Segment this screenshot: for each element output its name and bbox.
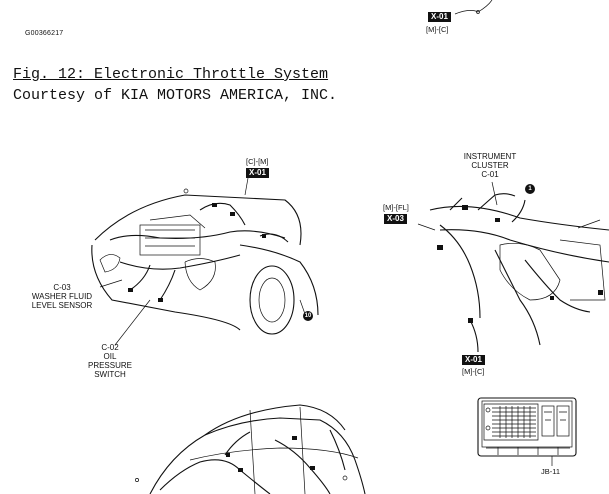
figure-courtesy: Courtesy of KIA MOTORS AMERICA, INC. [13,87,338,104]
engine-top-connector-code: [C]-[M] [246,157,269,166]
washer-name-line-1: WASHER FLUID [31,292,93,301]
washer-connector-id: C-03 [53,283,71,292]
dashboard-drawing [417,181,609,353]
figure-title: Fig. 12: Electronic Throttle System [13,66,329,83]
dash-bottom-connector-code: [M]-[C] [462,367,485,376]
dash-left-connector-tag: X-03 [384,214,407,224]
oil-name-line-1: OIL [103,352,117,361]
oil-connector-id: C-02 [101,343,119,352]
junction-block-label: JB-11 [541,467,561,476]
car-body-drawing [135,404,366,494]
oil-pressure-switch-label: C-02 OIL PRESSURE SWITCH [80,343,140,379]
washer-fluid-sensor-label: C-03 WASHER FLUID LEVEL SENSOR [24,283,100,310]
dash-callout-badge: 1 [525,184,535,194]
instrument-name-line-1: INSTRUMENT [463,152,517,161]
engine-bay-drawing [91,177,319,346]
top-right-connector-code: [M]-[C] [426,25,449,34]
engine-callout-badge: 10 [303,311,313,321]
document-id-code: G00366217 [25,30,64,37]
washer-name-line-2: LEVEL SENSOR [31,301,93,310]
instrument-cluster-label: INSTRUMENT CLUSTER C-01 [452,152,528,179]
dash-left-connector-code: [M]-[FL] [383,203,409,212]
oil-name-line-3: SWITCH [94,370,126,379]
dash-bottom-connector-tag: X-01 [462,355,485,365]
junction-block-drawing [477,397,577,466]
top-right-connector-tag: X-01 [428,12,451,22]
instrument-connector-id: C-01 [481,170,499,179]
engine-top-connector-tag: X-01 [246,168,269,178]
oil-name-line-2: PRESSURE [87,361,132,370]
instrument-name-line-2: CLUSTER [471,161,509,170]
